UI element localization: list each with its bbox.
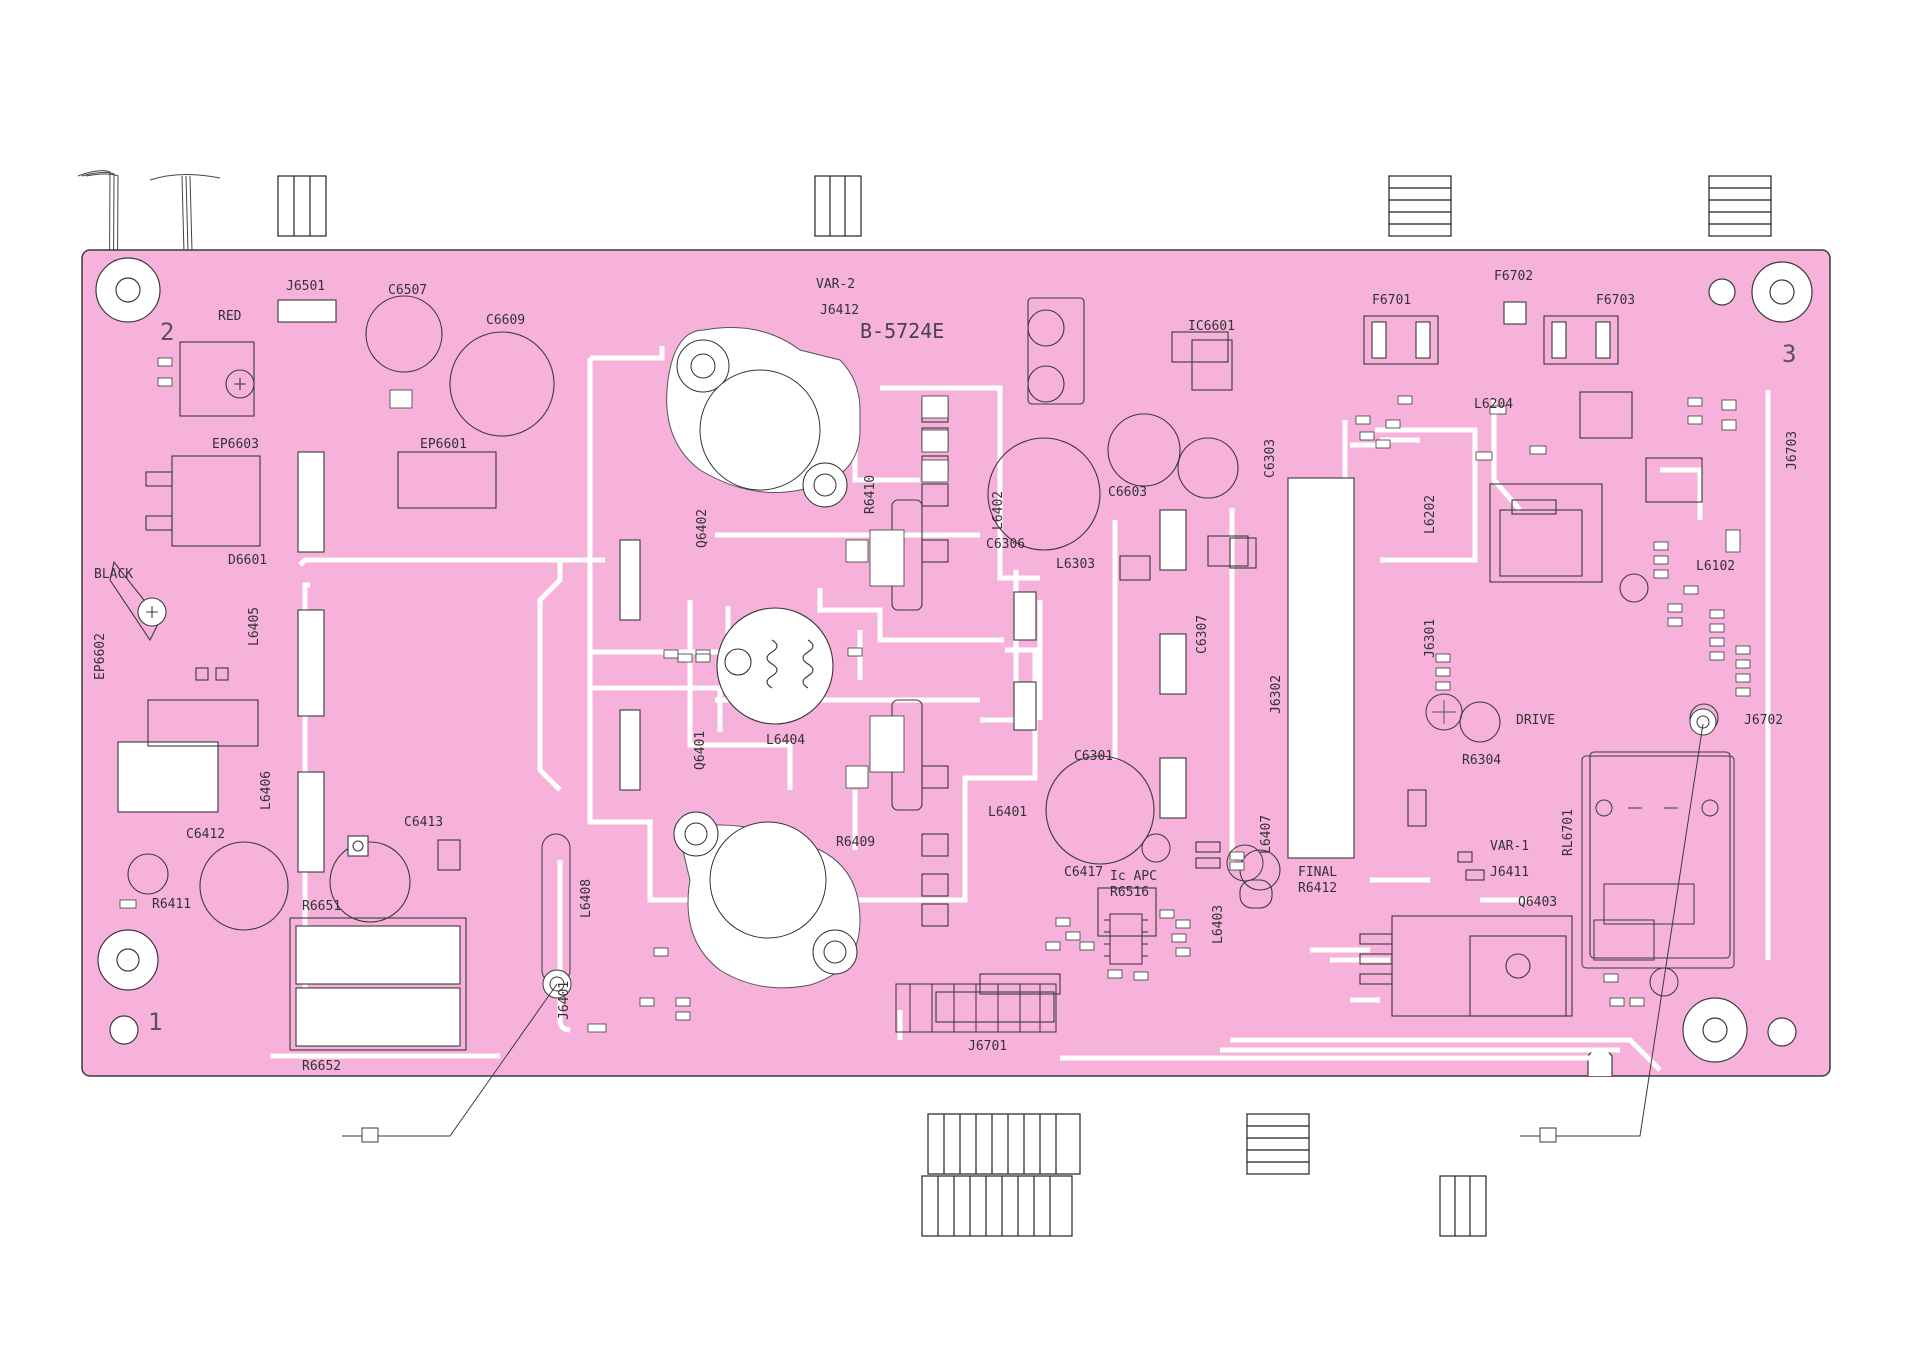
label-Q6402: Q6402 bbox=[695, 509, 710, 548]
label-R6651: R6651 bbox=[302, 899, 341, 914]
label-red: RED bbox=[218, 309, 242, 324]
label-J6411: J6411 bbox=[1490, 865, 1529, 880]
capacitors bbox=[127, 295, 1719, 931]
label-DRIVE: DRIVE bbox=[1516, 713, 1555, 728]
label-Q6403: Q6403 bbox=[1518, 895, 1557, 910]
label-L6403: L6403 bbox=[1211, 905, 1226, 944]
label-C6306: C6306 bbox=[986, 537, 1025, 552]
resistor-pads-center bbox=[845, 395, 949, 789]
label-R6652: R6652 bbox=[302, 1059, 341, 1074]
top-connector-blocks bbox=[277, 175, 1772, 237]
corner-number-2: 2 bbox=[160, 318, 174, 346]
label-J6501: J6501 bbox=[286, 279, 325, 294]
label-EP6603: EP6603 bbox=[212, 437, 259, 452]
label-L6204: L6204 bbox=[1474, 397, 1513, 412]
label-C6413: C6413 bbox=[404, 815, 443, 830]
label-L6406: L6406 bbox=[259, 771, 274, 810]
label-R6411: R6411 bbox=[152, 897, 191, 912]
label-J6412: J6412 bbox=[820, 303, 859, 318]
label-C6603: C6603 bbox=[1108, 485, 1147, 500]
label-R6409: R6409 bbox=[836, 835, 875, 850]
label-VAR2: VAR-2 bbox=[816, 277, 855, 292]
bottom-connector-blocks bbox=[921, 1113, 1487, 1237]
label-J6702: J6702 bbox=[1744, 713, 1783, 728]
relay-rl6701 bbox=[1581, 755, 1735, 969]
silkscreen-labels: J6501 C6507 C6609 RED 2 EP6603 EP6601 D6… bbox=[93, 269, 1800, 1074]
smd-pads bbox=[119, 357, 1751, 1033]
label-R6304: R6304 bbox=[1462, 753, 1501, 768]
label-ICAPC: Ic APC bbox=[1110, 869, 1157, 884]
label-C6412: C6412 bbox=[186, 827, 225, 842]
label-C6301: C6301 bbox=[1074, 749, 1113, 764]
label-C6307: C6307 bbox=[1195, 615, 1210, 654]
label-L6303: L6303 bbox=[1056, 557, 1095, 572]
label-IC6601: IC6601 bbox=[1188, 319, 1235, 334]
coil-L6404 bbox=[716, 607, 834, 725]
pcb-board bbox=[81, 249, 1831, 1077]
label-VAR1: VAR-1 bbox=[1490, 839, 1529, 854]
label-F6702: F6702 bbox=[1494, 269, 1533, 284]
label-L6202: L6202 bbox=[1423, 495, 1438, 534]
label-J6301: J6301 bbox=[1423, 619, 1438, 658]
label-RL6701: RL6701 bbox=[1561, 809, 1576, 856]
board-name: B-5724E bbox=[860, 319, 944, 343]
label-C6303: C6303 bbox=[1263, 439, 1278, 478]
label-R6412: R6412 bbox=[1298, 881, 1337, 896]
label-J6302: J6302 bbox=[1269, 675, 1284, 714]
label-F6701: F6701 bbox=[1372, 293, 1411, 308]
corner-number-1: 1 bbox=[148, 1008, 162, 1036]
label-L6401: L6401 bbox=[988, 805, 1027, 820]
label-C6507: C6507 bbox=[388, 283, 427, 298]
label-R6516: R6516 bbox=[1110, 885, 1149, 900]
label-Q6401: Q6401 bbox=[693, 731, 708, 770]
label-L6407: L6407 bbox=[1259, 815, 1274, 854]
bottom-leads bbox=[342, 723, 1704, 1143]
transistor-heatsink-pads bbox=[666, 327, 861, 989]
label-J6701: J6701 bbox=[968, 1039, 1007, 1054]
label-C6417: C6417 bbox=[1064, 865, 1103, 880]
label-EP6601: EP6601 bbox=[420, 437, 467, 452]
label-L6402: L6402 bbox=[991, 491, 1006, 530]
label-L6408: L6408 bbox=[579, 879, 594, 918]
label-J6401: J6401 bbox=[557, 981, 572, 1020]
label-C6609: C6609 bbox=[486, 313, 525, 328]
corner-number-3: 3 bbox=[1782, 340, 1796, 368]
label-D6601: D6601 bbox=[228, 553, 267, 568]
label-F6703: F6703 bbox=[1596, 293, 1635, 308]
ic-apc-chip bbox=[1104, 913, 1148, 965]
label-L6404: L6404 bbox=[766, 733, 805, 748]
label-black: BLACK bbox=[94, 567, 133, 582]
components bbox=[109, 297, 1731, 1051]
label-L6405: L6405 bbox=[247, 607, 262, 646]
label-J6703: J6703 bbox=[1785, 431, 1800, 470]
label-L6102: L6102 bbox=[1696, 559, 1735, 574]
mounting-holes bbox=[95, 257, 1813, 1063]
connector-j6701 bbox=[895, 983, 1057, 1033]
label-FINAL: FINAL bbox=[1298, 865, 1337, 880]
label-EP6602: EP6602 bbox=[93, 633, 108, 680]
label-R6410: R6410 bbox=[863, 475, 878, 514]
